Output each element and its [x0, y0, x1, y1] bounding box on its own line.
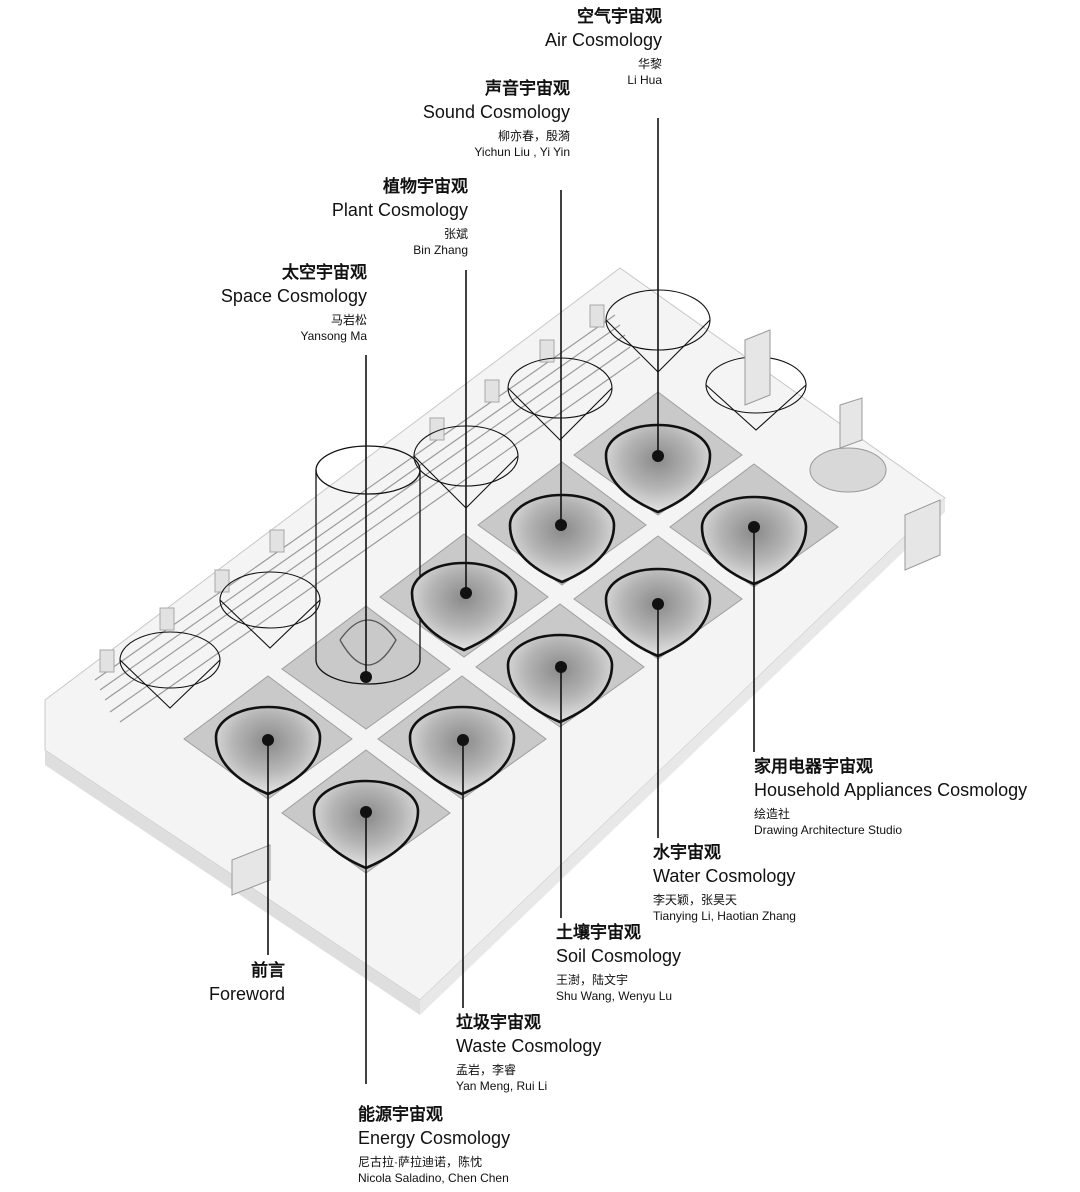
- label-water-zh: 水宇宙观: [653, 843, 721, 862]
- building-front-wall: [420, 498, 945, 1015]
- label-sound-curator-zh: 柳亦春，殷漪: [497, 129, 570, 143]
- label-air-zh: 空气宇宙观: [577, 7, 662, 26]
- label-waste-curator-zh: 孟岩，李睿: [456, 1063, 517, 1077]
- label-foreword-en: Foreword: [208, 984, 285, 1004]
- label-soil-curator-zh: 王澍，陆文宇: [556, 973, 629, 987]
- anchor-dots: [262, 450, 760, 818]
- label-water: 水宇宙观 Water Cosmology 李天颖，张昊天 Tianying Li…: [653, 842, 796, 924]
- label-plant-curator-en: Bin Zhang: [413, 243, 468, 257]
- label-waste-curator-en: Yan Meng, Rui Li: [456, 1079, 548, 1093]
- label-energy: 能源宇宙观 Energy Cosmology 尼古拉·萨拉迪诺，陈忱 Nicol…: [358, 1104, 510, 1186]
- label-space-zh: 太空宇宙观: [282, 263, 367, 282]
- label-water-curator-zh: 李天颖，张昊天: [653, 893, 738, 907]
- label-soil-curator-en: Shu Wang, Wenyu Lu: [556, 989, 673, 1003]
- label-household-en: Household Appliances Cosmology: [754, 780, 1028, 800]
- label-air-en: Air Cosmology: [544, 30, 662, 50]
- label-space-en: Space Cosmology: [220, 286, 367, 306]
- label-space-curator-en: Yansong Ma: [300, 329, 368, 343]
- label-sound-en: Sound Cosmology: [422, 102, 570, 122]
- label-waste-en: Waste Cosmology: [456, 1036, 602, 1056]
- label-air-curator-zh: 华黎: [637, 57, 662, 71]
- label-plant-en: Plant Cosmology: [331, 200, 468, 220]
- right-structures: [231, 329, 941, 896]
- label-plant-zh: 植物宇宙观: [383, 177, 468, 196]
- label-soil-zh: 土壤宇宙观: [556, 923, 641, 942]
- label-energy-zh: 能源宇宙观: [358, 1105, 443, 1124]
- label-household-curator-zh: 绘造社: [754, 807, 791, 821]
- label-sound-zh: 声音宇宙观: [485, 79, 570, 98]
- label-air: 空气宇宙观 Air Cosmology 华黎 Li Hua: [545, 6, 662, 88]
- label-energy-curator-en: Nicola Saladino, Chen Chen: [358, 1171, 509, 1185]
- leader-lines: [267, 118, 755, 1084]
- label-space: 太空宇宙观 Space Cosmology 马岩松 Yansong Ma: [221, 262, 367, 344]
- label-water-en: Water Cosmology: [653, 866, 796, 886]
- corridor-windows: [99, 304, 605, 673]
- label-air-curator-en: Li Hua: [627, 73, 662, 87]
- label-household: 家用电器宇宙观 Household Appliances Cosmology 绘…: [754, 756, 1027, 838]
- label-household-curator-en: Drawing Architecture Studio: [754, 823, 903, 837]
- label-soil-en: Soil Cosmology: [556, 946, 682, 966]
- label-waste: 垃圾宇宙观 Waste Cosmology 孟岩，李睿 Yan Meng, Ru…: [456, 1012, 601, 1094]
- label-space-curator-zh: 马岩松: [330, 313, 367, 327]
- label-energy-curator-zh: 尼古拉·萨拉迪诺，陈忱: [358, 1155, 482, 1169]
- label-foreword-zh: 前言: [251, 961, 285, 980]
- label-foreword: 前言 Foreword: [209, 960, 285, 1006]
- label-energy-en: Energy Cosmology: [358, 1128, 511, 1148]
- label-soil: 土壤宇宙观 Soil Cosmology 王澍，陆文宇 Shu Wang, We…: [556, 922, 681, 1004]
- label-plant-curator-zh: 张斌: [443, 227, 468, 241]
- label-waste-zh: 垃圾宇宙观: [456, 1013, 541, 1032]
- label-household-zh: 家用电器宇宙观: [754, 757, 873, 776]
- label-water-curator-en: Tianying Li, Haotian Zhang: [653, 909, 796, 923]
- label-sound: 声音宇宙观 Sound Cosmology 柳亦春，殷漪 Yichun Liu …: [423, 78, 570, 160]
- label-sound-curator-en: Yichun Liu , Yi Yin: [474, 145, 570, 159]
- label-plant: 植物宇宙观 Plant Cosmology 张斌 Bin Zhang: [332, 176, 468, 258]
